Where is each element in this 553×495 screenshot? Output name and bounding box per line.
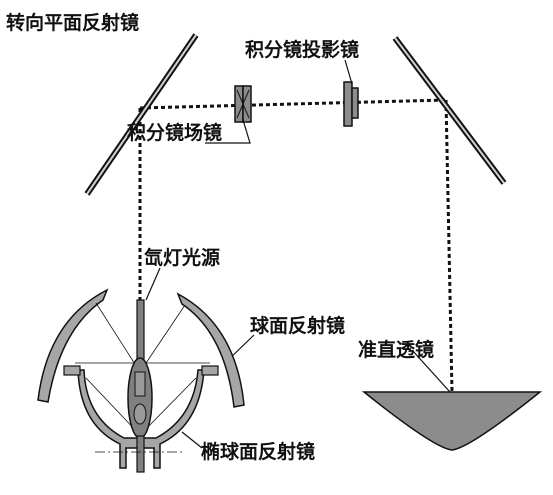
light-path-horizontal <box>139 98 447 110</box>
light-path <box>138 98 454 393</box>
xenon-lamp <box>127 299 153 473</box>
leader-projection-lens <box>344 59 353 85</box>
leader-ellipsoidal-reflector <box>181 431 203 449</box>
field-lens-array <box>234 85 252 123</box>
light-path-right-mirror-to-collimator <box>444 99 454 393</box>
collimating-lens <box>361 391 543 451</box>
ellipsoidal-reflector <box>77 369 205 469</box>
left-turning-mirror <box>84 33 199 196</box>
label-ellipsoidal-reflector: 椭球面反射镜 <box>201 440 315 463</box>
leader-field-lens <box>205 119 251 144</box>
projection-lens-array <box>343 81 359 127</box>
label-spherical-reflector: 球面反射镜 <box>250 314 345 337</box>
spherical-reflector-right <box>176 292 245 408</box>
lamp-assembly <box>37 288 245 473</box>
label-projection-lens: 积分镜投影镜 <box>245 38 359 61</box>
right-turning-mirror <box>392 36 507 185</box>
leader-xenon-lamp <box>145 267 161 301</box>
label-field-lens: 积分镜场镜 <box>127 121 222 144</box>
label-xenon-lamp: 氙灯光源 <box>143 246 220 269</box>
leader-collimating-lens <box>411 349 451 393</box>
label-collimating-lens: 准直透镜 <box>358 338 434 361</box>
spherical-reflector-left <box>37 288 109 403</box>
label-turning-mirror: 转向平面反射镜 <box>6 11 139 34</box>
